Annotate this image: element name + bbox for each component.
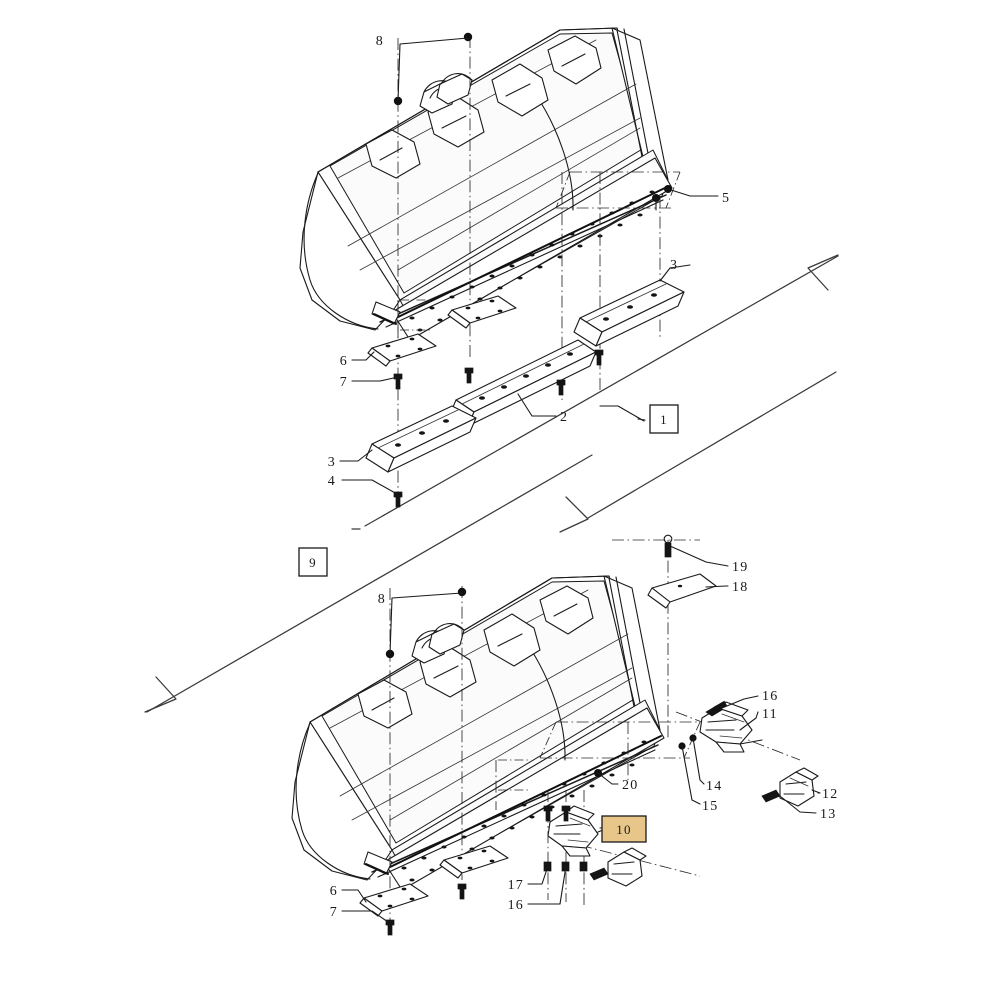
tooth-adapter-10 (547, 805, 599, 857)
callout-19: 19 (732, 560, 748, 575)
callout-2-upper: 2 (560, 410, 568, 425)
callout-16-lower: 16 (508, 898, 524, 913)
callout-5-upper: 5 (722, 191, 730, 206)
callout-7-lower: 7 (330, 905, 338, 920)
wear-plate-upper-left (367, 333, 437, 367)
tooth-10-lower (589, 847, 647, 887)
highlight-box-10[interactable]: 10 (601, 815, 647, 843)
pivot-brackets-lower (411, 623, 465, 664)
cutting-edge-center-holes (479, 352, 573, 400)
end-bit-upper-left (365, 405, 477, 473)
bolt-upper-b (556, 379, 566, 396)
callout-3-upper-right: 3 (670, 258, 678, 273)
end-bit-upper-right (573, 279, 685, 347)
bolt-16-upper (705, 700, 728, 717)
bolt-lower-b (385, 919, 395, 936)
pivot-brackets-upper (419, 73, 473, 114)
wear-plate-lower-mid (439, 845, 509, 879)
group-box-9: 9 (298, 547, 328, 577)
callout-17: 17 (508, 878, 524, 893)
callout-4-upper: 4 (328, 474, 336, 489)
fasteners-lower (385, 883, 467, 936)
edge-holes-lower (401, 740, 647, 882)
callout-11: 11 (762, 707, 778, 722)
callout-15: 15 (702, 799, 718, 814)
bolt-upper-a (464, 367, 474, 384)
bucket-upper (299, 27, 673, 341)
bolt-upper-d (393, 373, 403, 390)
callout-6-upper: 6 (340, 354, 348, 369)
upper-assembly: 8 5 3 6 7 2 3 4 1 (299, 27, 730, 508)
group-box-1: 1 (649, 404, 679, 434)
callout-leaders-lower (341, 545, 821, 923)
group-bracket-upper (364, 254, 839, 533)
edge-holes-upper (409, 190, 655, 332)
highlight-box-10-label: 10 (616, 822, 631, 837)
callout-18: 18 (732, 580, 748, 595)
wear-plate-upper-mid (447, 295, 517, 329)
callout-7-upper: 7 (340, 375, 348, 390)
bolt-upper-c (594, 349, 604, 366)
bolt-upper-e (393, 491, 403, 508)
callout-12: 12 (822, 787, 838, 802)
callout-6-lower: 6 (330, 884, 338, 899)
bucket-lower (291, 575, 665, 891)
tooth-adapter-11 (699, 701, 763, 753)
wear-plate-lower-left (359, 883, 429, 917)
group-box-1-label: 1 (660, 412, 668, 427)
projection-lines-lower (389, 539, 801, 920)
group-bracket-lower (144, 454, 593, 713)
bolt-lower-a (457, 883, 467, 900)
callout-20: 20 (622, 778, 638, 793)
callout-8-upper: 8 (376, 34, 384, 49)
group-box-9-label: 9 (309, 555, 317, 570)
callout-3-upper-left: 3 (328, 455, 336, 470)
lower-assembly: 19 18 8 16 11 20 14 15 12 13 6 7 17 16 9… (291, 534, 838, 936)
callout-8-lower: 8 (378, 592, 386, 607)
cutting-edge-center-upper (449, 339, 597, 427)
bolt-13 (761, 789, 781, 803)
callout-13: 13 (820, 807, 836, 822)
pin-19 (663, 534, 673, 558)
callout-14: 14 (706, 779, 722, 794)
tooth-12 (779, 767, 819, 807)
callout-16-upper: 16 (762, 689, 778, 704)
shim-plate-18 (647, 573, 717, 609)
callout-leaders-upper (339, 37, 719, 495)
